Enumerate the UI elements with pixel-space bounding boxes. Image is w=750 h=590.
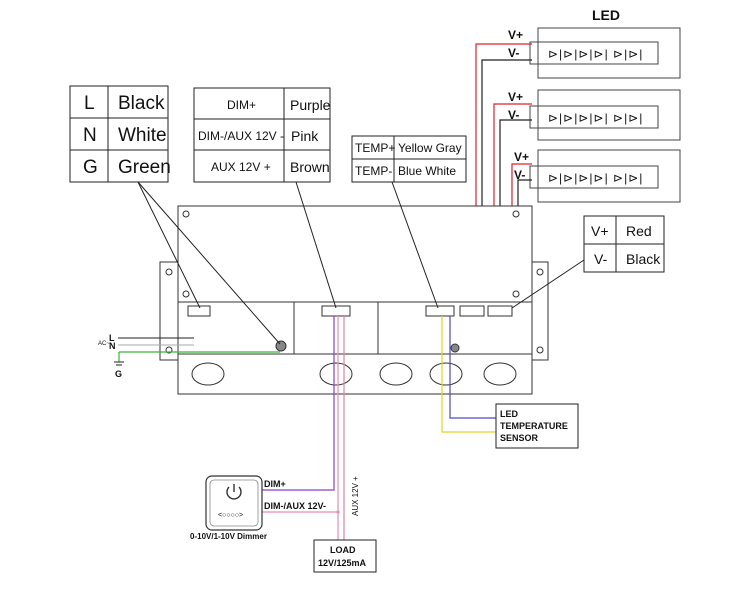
dimmer-device[interactable]: <○○○○> (205, 475, 263, 531)
dimmer-dots: <○○○○> (218, 512, 243, 519)
mains-wire-table: L Black N White G Green (69, 85, 171, 183)
led-strip-2-diodes: ⊳|⊳|⊳|⊳| ⊳|⊳| (548, 111, 643, 125)
leader-lines (137, 181, 585, 345)
output-color-1: Red (626, 223, 652, 239)
led-strip-1-diodes: ⊳|⊳|⊳|⊳| ⊳|⊳| (548, 47, 643, 61)
dim-color-2: Pink (291, 128, 319, 144)
led-strip-2: V+ V- ⊳|⊳|⊳|⊳| ⊳|⊳| (508, 89, 681, 141)
dimmer-caption: 0-10V/1-10V Dimmer (190, 532, 267, 541)
ac-input: AC~ L N G (98, 333, 280, 379)
led-strip-2-vplus: V+ (508, 90, 523, 104)
led-strip-3-diodes: ⊳|⊳|⊳|⊳| ⊳|⊳| (548, 171, 643, 185)
led-strip-1-vplus: V+ (508, 28, 523, 42)
temp-wire-table: TEMP+ Yellow Gray TEMP- Blue White (351, 135, 467, 183)
dimmer-aux-label: AUX 12V + (351, 476, 360, 516)
load-line-1: LOAD (330, 545, 356, 555)
dim-color-3: Brown (290, 159, 330, 175)
sensor-line-3: SENSOR (500, 433, 539, 443)
mains-color-l: Black (118, 93, 165, 114)
led-strip-2-vminus: V- (508, 108, 519, 122)
sensor-wires (441, 316, 496, 433)
dimmer-dim-plus-label: DIM+ (264, 479, 286, 489)
temp-color-1: Yellow Gray (398, 141, 462, 155)
load-line-2: 12V/125mA (318, 558, 367, 568)
output-signal-1: V+ (591, 223, 609, 239)
output-wire-table: V+ Red V- Black (583, 215, 665, 273)
led-strip-3: V+ V- ⊳|⊳|⊳|⊳| ⊳|⊳| (514, 149, 681, 203)
mains-color-n: White (118, 125, 167, 146)
dim-signal-1: DIM+ (227, 98, 256, 112)
ac-l-label: L (109, 333, 115, 343)
output-color-2: Black (626, 251, 661, 267)
led-title: LED (592, 7, 620, 23)
mains-code-n: N (83, 125, 97, 146)
led-strip-1: V+ V- ⊳|⊳|⊳|⊳| ⊳|⊳| (508, 27, 681, 79)
driver-connectors (187, 305, 513, 353)
mains-code-l: L (84, 93, 95, 114)
dim-color-1: Purple (290, 97, 331, 113)
temperature-sensor-box: LED TEMPERATURE SENSOR (495, 403, 579, 449)
sensor-line-1: LED (500, 409, 519, 419)
temp-signal-1: TEMP+ (355, 141, 395, 155)
dim-signal-3: AUX 12V + (211, 160, 271, 174)
sensor-line-2: TEMPERATURE (500, 421, 568, 431)
load-box: LOAD 12V/125mA (313, 539, 377, 573)
temp-color-2: Blue White (398, 164, 456, 178)
mains-code-g: G (83, 157, 98, 178)
dimmer-dim-minus-label: DIM-/AUX 12V- (264, 501, 326, 511)
dim-signal-2: DIM-/AUX 12V - (198, 129, 284, 143)
dim-wire-table: DIM+ Purple DIM-/AUX 12V - Pink AUX 12V … (193, 87, 331, 183)
mains-color-g: Green (118, 157, 171, 178)
ac-g-label: G (115, 369, 122, 379)
led-strip-3-vplus: V+ (514, 150, 529, 164)
ac-n-label: N (109, 341, 116, 351)
temp-signal-2: TEMP- (355, 164, 392, 178)
led-strip-3-vminus: V- (514, 168, 525, 182)
dimmer-wires (262, 316, 345, 540)
output-signal-2: V- (594, 251, 608, 267)
driver-enclosure (159, 205, 549, 395)
ac-label: AC~ (98, 341, 110, 347)
led-strip-1-vminus: V- (508, 46, 519, 60)
power-icon (226, 484, 242, 500)
